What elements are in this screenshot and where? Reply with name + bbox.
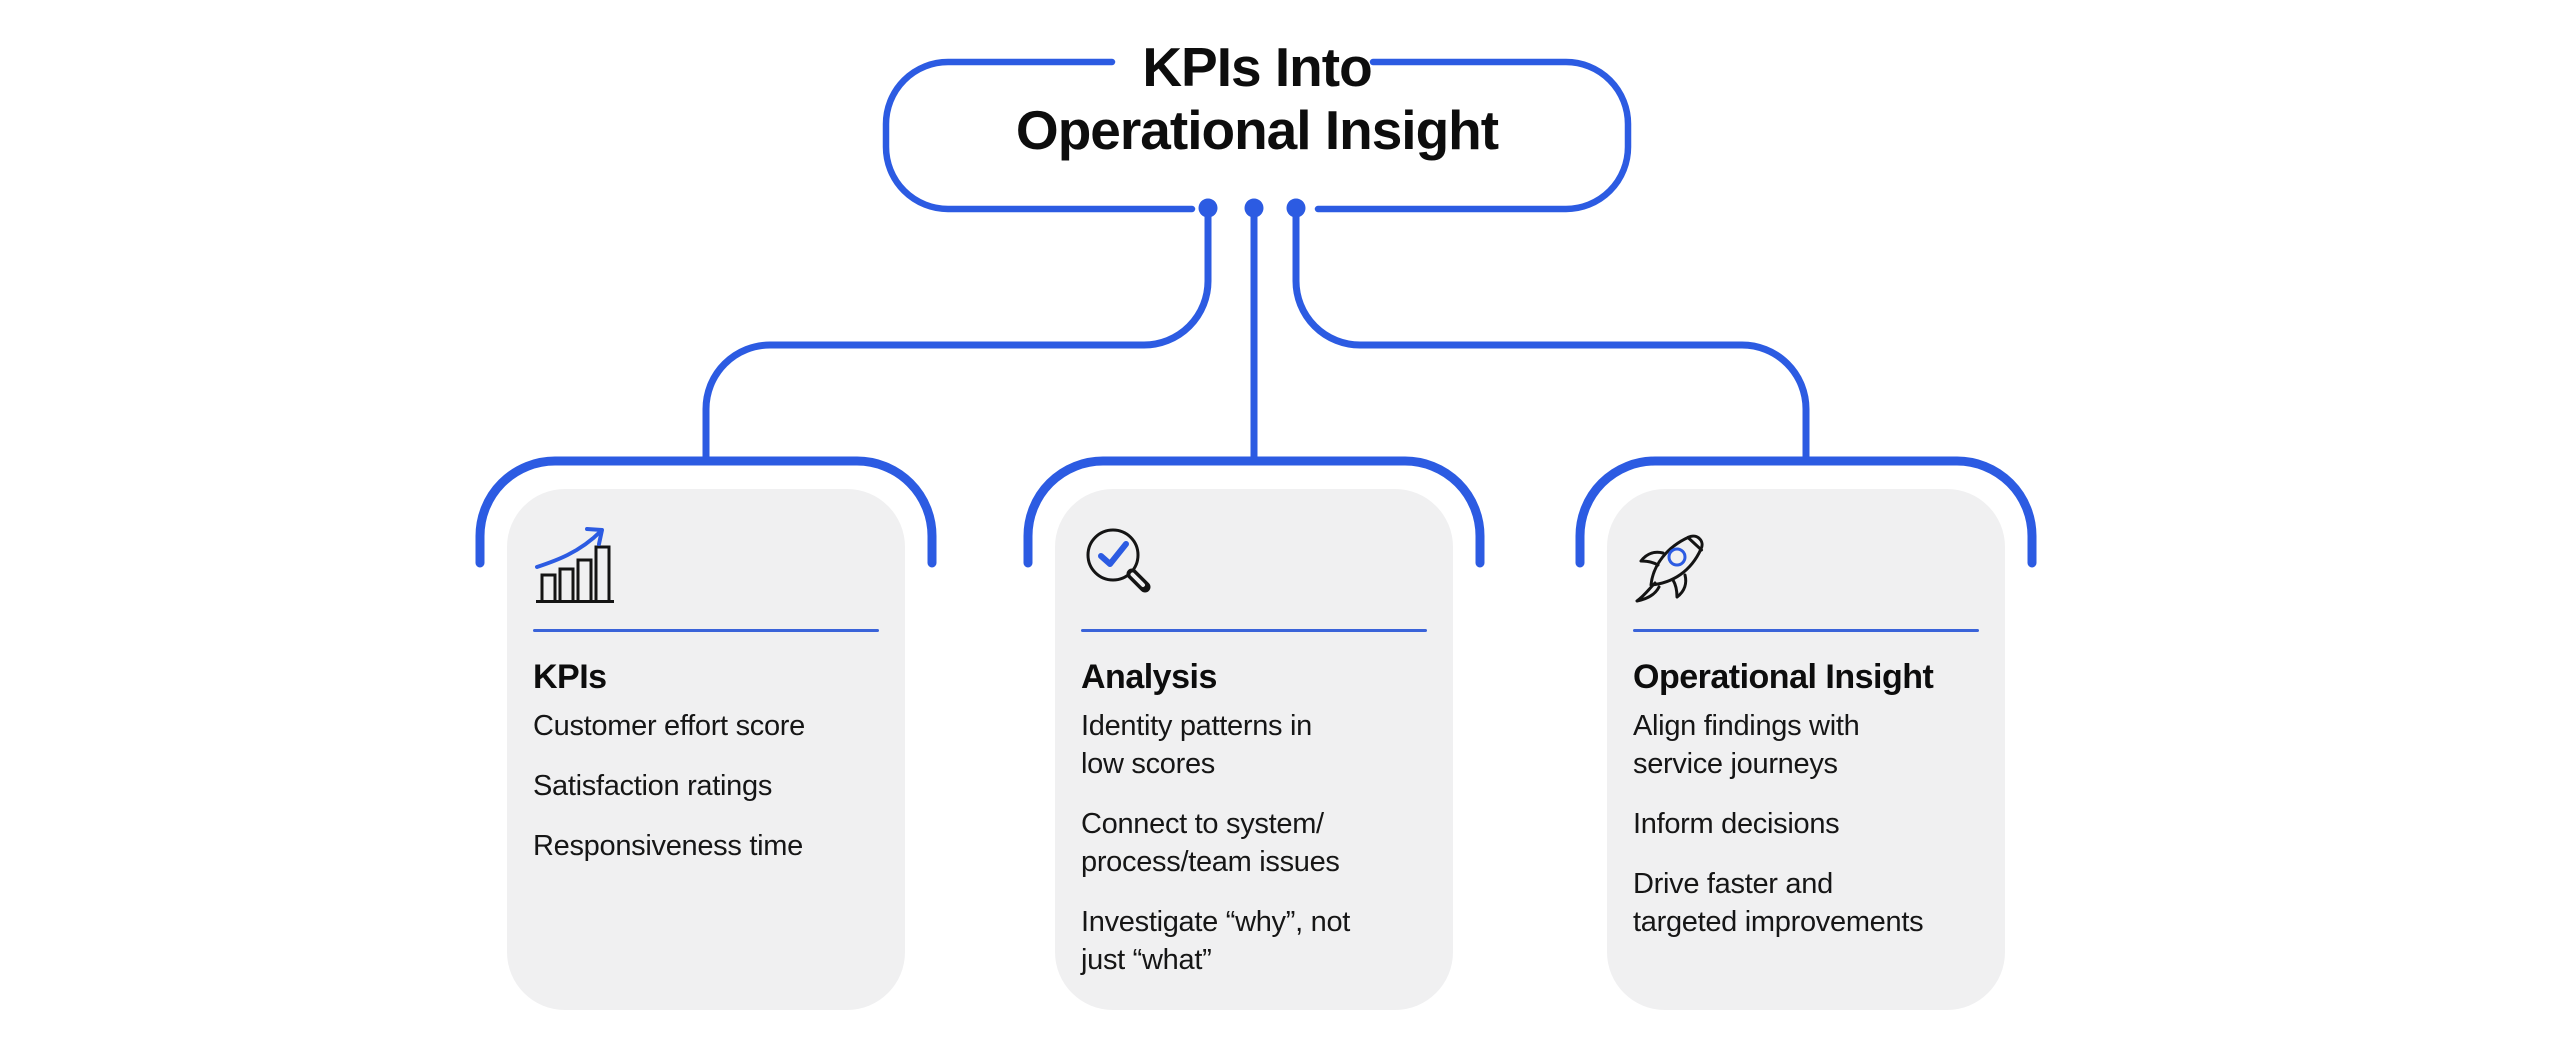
card-bracket-right xyxy=(1575,456,2037,568)
card-title: Analysis xyxy=(1081,657,1217,696)
magnifier-check-icon xyxy=(1086,528,1151,593)
connector-left xyxy=(702,209,1212,461)
branch-dots xyxy=(1198,198,1306,218)
card-item: Customer effort score xyxy=(533,709,805,742)
diagram-title-line1: KPIs Into xyxy=(1142,36,1372,98)
card-item: Align findings with service journeys xyxy=(1633,709,1860,780)
card-item: Inform decisions xyxy=(1633,807,1840,840)
card-title: KPIs xyxy=(533,657,607,696)
card-title: Operational Insight xyxy=(1633,657,1934,696)
card-item: Investigate “why”, not just “what” xyxy=(1081,905,1351,976)
diagram-title-line2: Operational Insight xyxy=(1015,99,1499,161)
card-item: Identity patterns in low scores xyxy=(1081,709,1312,780)
branch-dot-center xyxy=(1244,198,1264,218)
card-divider xyxy=(1633,629,1979,632)
card-item: Connect to system/ process/team issues xyxy=(1081,807,1340,878)
card-item: Responsiveness time xyxy=(533,829,803,862)
card-bracket-center xyxy=(1023,456,1485,568)
diagram-title: KPIs Into Operational Insight xyxy=(886,36,1628,162)
card-analysis: Analysis Identity patterns in low scores… xyxy=(1055,489,1453,1010)
card-divider xyxy=(533,629,879,632)
card-item: Satisfaction ratings xyxy=(533,769,773,802)
card-bracket-left xyxy=(475,456,937,568)
title-pill-border-left xyxy=(882,58,1196,213)
connector-right xyxy=(1292,209,1810,461)
card-item: Drive faster and targeted improvements xyxy=(1633,867,1924,938)
card-kpis: KPIs Customer effort score Satisfaction … xyxy=(507,489,905,1010)
title-pill-border-right xyxy=(1314,58,1632,213)
bar-chart-growth-icon xyxy=(535,527,614,603)
branch-dot-left xyxy=(1198,198,1218,218)
rocket-icon xyxy=(1635,534,1704,603)
card-operational-insight: Operational Insight Align findings with … xyxy=(1607,489,2005,1010)
card-divider xyxy=(1081,629,1427,632)
branch-dot-right xyxy=(1286,198,1306,218)
